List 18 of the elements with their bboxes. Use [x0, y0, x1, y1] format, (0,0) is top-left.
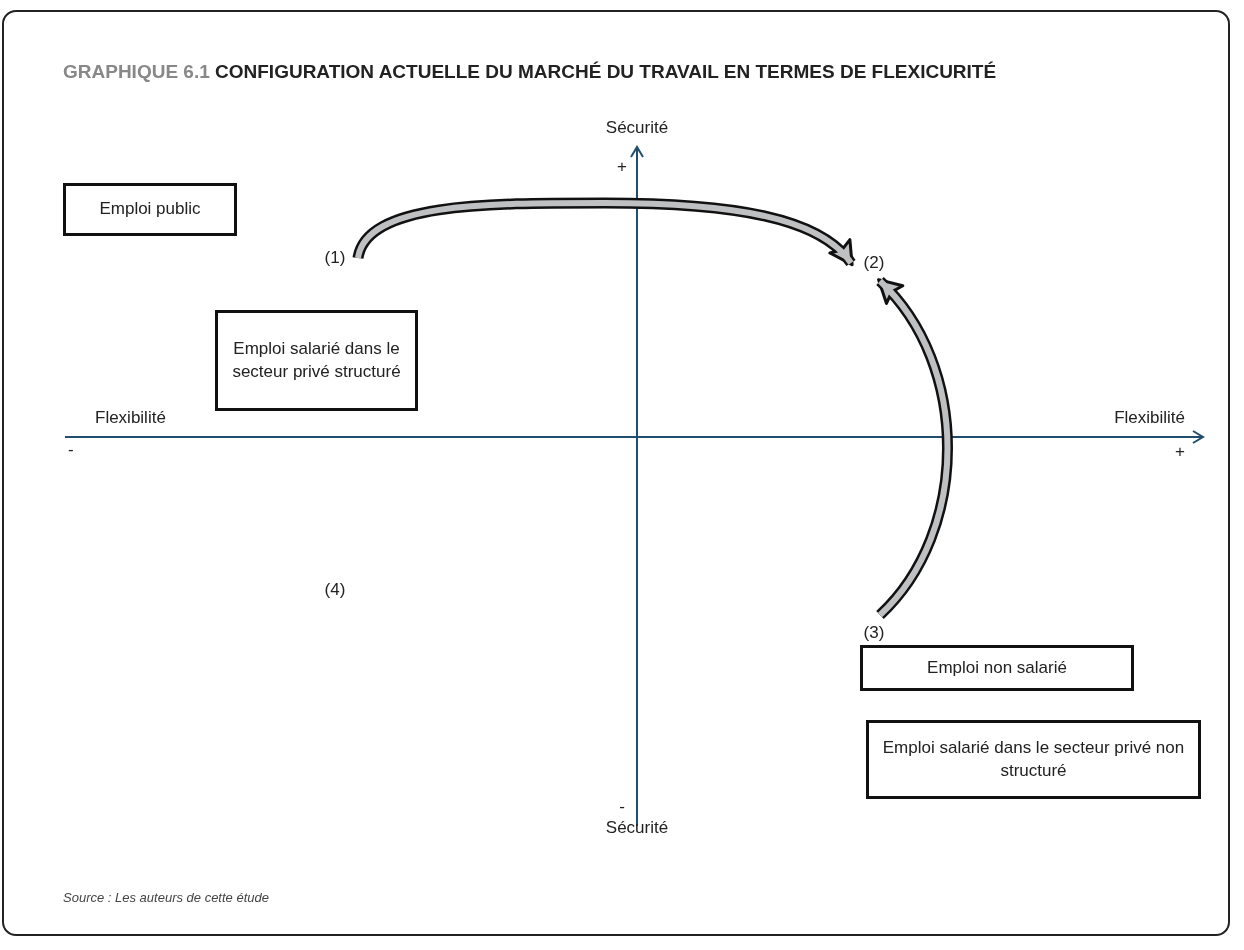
axis-label: +	[1174, 442, 1186, 463]
category-box: Emploi public	[63, 183, 237, 236]
source-note: Source : Les auteurs de cette étude	[63, 889, 269, 907]
quadrant-number: (4)	[318, 578, 352, 602]
category-box: Emploi salarié dans le secteur privé structuré	[215, 310, 418, 411]
quadrant-number: (1)	[318, 246, 352, 270]
axis-label: -	[68, 440, 75, 461]
axis-label: +	[616, 157, 628, 178]
axis-label: Sécurité	[604, 818, 670, 839]
category-box: Emploi non salarié	[860, 645, 1134, 691]
diagram-title: GRAPHIQUE 6.1 CONFIGURATION ACTUELLE DU MARCHÉ DU TRAVAIL EN TERMES DE FLEXICURITÉ	[63, 60, 997, 84]
axis-label: Flexibilité	[95, 408, 167, 429]
quadrant-number: (3)	[857, 621, 891, 645]
axis-label: Sécurité	[604, 118, 670, 139]
axis-label: -	[618, 797, 626, 818]
category-box: Emploi salarié dans le secteur privé non structuré	[866, 720, 1201, 799]
axis-label: Flexibilité	[1113, 408, 1185, 429]
quadrant-number: (2)	[857, 251, 891, 275]
